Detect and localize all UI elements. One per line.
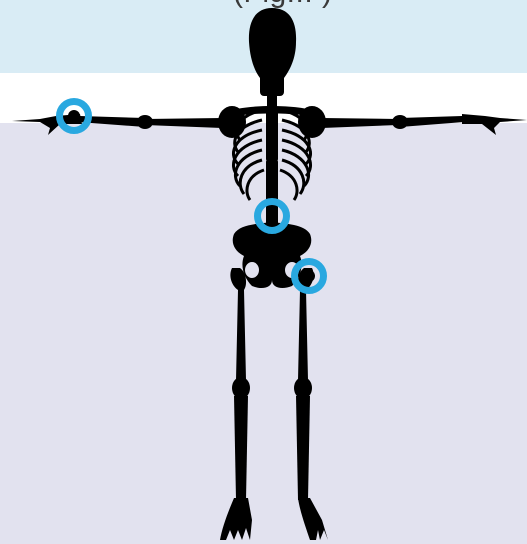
right-hand bbox=[462, 114, 527, 135]
left-knee bbox=[232, 377, 250, 399]
hip-joint-hotspot[interactable] bbox=[291, 258, 327, 294]
hotspot-dot bbox=[68, 110, 80, 122]
right-forearm bbox=[400, 116, 464, 127]
left-femur bbox=[230, 268, 246, 380]
left-tibia bbox=[234, 396, 248, 500]
neck bbox=[267, 94, 277, 108]
hotspot-dot bbox=[303, 270, 315, 282]
skull bbox=[249, 8, 296, 86]
lower-spine-hotspot[interactable] bbox=[254, 198, 290, 234]
right-humerus bbox=[322, 118, 398, 128]
wrist-hotspot[interactable] bbox=[56, 98, 92, 134]
right-knee bbox=[294, 377, 312, 399]
right-foot bbox=[298, 498, 328, 540]
sternum bbox=[266, 106, 278, 162]
left-humerus bbox=[145, 118, 222, 128]
jaw bbox=[260, 82, 284, 96]
left-foot bbox=[220, 498, 252, 540]
left-hip-socket bbox=[245, 262, 259, 278]
right-tibia bbox=[296, 396, 310, 500]
hotspot-dot bbox=[266, 210, 278, 222]
